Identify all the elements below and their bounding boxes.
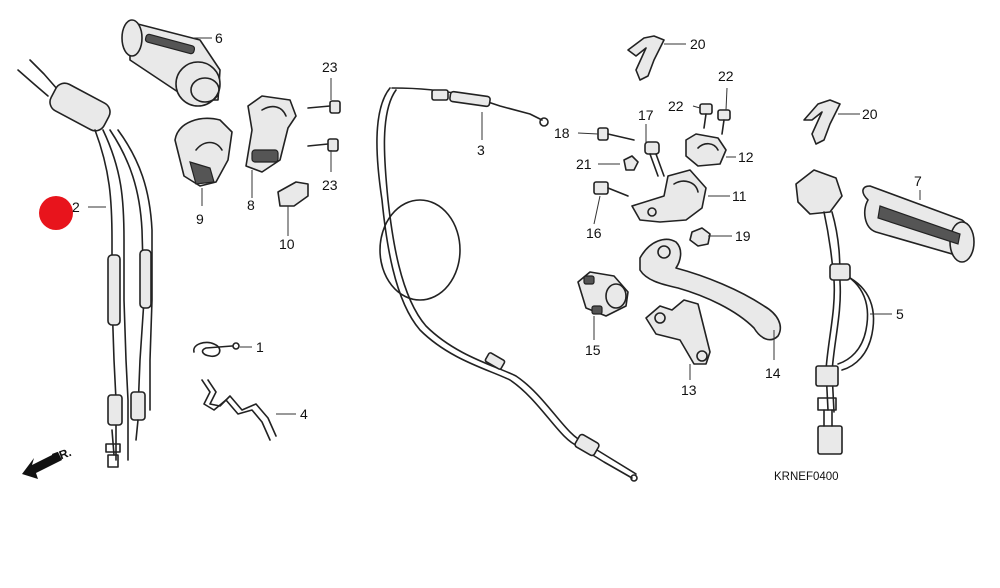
- throttle-housing-lower[interactable]: [174, 117, 233, 187]
- callout-9[interactable]: 9: [196, 211, 204, 227]
- diagram-code: KRNEF0400: [774, 471, 839, 483]
- clutch-switch[interactable]: [577, 271, 629, 317]
- callout-4[interactable]: 4: [300, 406, 308, 422]
- callout-23-left[interactable]: 22: [668, 98, 684, 114]
- screw-lower[interactable]: [307, 138, 339, 152]
- callout-7[interactable]: 7: [914, 173, 922, 189]
- leader-lines: [88, 37, 921, 415]
- throttle-housing-upper[interactable]: [245, 95, 297, 173]
- clutch-cable[interactable]: [376, 87, 638, 482]
- callout-17[interactable]: 17: [638, 107, 654, 123]
- callout-21[interactable]: 21: [576, 156, 592, 172]
- switch-harness[interactable]: [795, 169, 875, 455]
- callout-20-upper[interactable]: 20: [690, 36, 706, 52]
- callout-2[interactable]: 2: [72, 199, 80, 215]
- front-label: FR.: [50, 445, 73, 465]
- callout-labels: 2 6 9 8 10 23 23 1 4 3 20 20 18 21 17 16…: [72, 30, 922, 422]
- holder-screw-left[interactable]: [699, 103, 713, 129]
- lever-nut[interactable]: [623, 155, 639, 171]
- wire-band[interactable]: [201, 379, 277, 441]
- screw-upper[interactable]: [307, 100, 341, 114]
- selection-marker: [39, 196, 73, 230]
- front-direction-arrow: FR.: [22, 445, 73, 479]
- holder-screw-right[interactable]: [717, 109, 731, 135]
- callout-22-lower[interactable]: 23: [322, 177, 338, 193]
- clutch-lever-holder[interactable]: [631, 169, 707, 223]
- callout-16[interactable]: 16: [586, 225, 602, 241]
- clutch-lever[interactable]: [639, 238, 782, 341]
- cable-clip[interactable]: [193, 341, 240, 358]
- throttle-grip-pipe[interactable]: [121, 19, 221, 107]
- callout-5[interactable]: 5: [896, 306, 904, 322]
- left-grip[interactable]: [862, 185, 975, 263]
- callout-23-right[interactable]: 22: [718, 68, 734, 84]
- callout-20-right[interactable]: 20: [862, 106, 878, 122]
- callout-18[interactable]: 18: [554, 125, 570, 141]
- lever-bracket[interactable]: [645, 299, 711, 365]
- cable-adjuster[interactable]: [593, 181, 629, 197]
- callout-22-upper[interactable]: 23: [322, 59, 338, 75]
- callout-10[interactable]: 10: [279, 236, 295, 252]
- lever-pivot-bolt[interactable]: [644, 141, 665, 177]
- cable-clamp-right[interactable]: [803, 99, 841, 145]
- callout-8[interactable]: 8: [247, 197, 255, 213]
- callout-3[interactable]: 3: [477, 142, 485, 158]
- lever-holder-cap[interactable]: [685, 133, 727, 167]
- callout-14[interactable]: 14: [765, 365, 781, 381]
- cable-guide[interactable]: [277, 181, 309, 207]
- callout-1[interactable]: 1: [256, 339, 264, 355]
- pivot-bolt[interactable]: [597, 127, 635, 141]
- callout-15[interactable]: 15: [585, 342, 601, 358]
- callout-11[interactable]: 11: [732, 188, 747, 204]
- callout-12[interactable]: 12: [738, 149, 754, 165]
- throttle-cable-assembly[interactable]: [17, 59, 153, 468]
- callout-19[interactable]: 19: [735, 228, 751, 244]
- pivot-nut[interactable]: [689, 227, 711, 247]
- callout-6[interactable]: 6: [215, 30, 223, 46]
- callout-13[interactable]: 13: [681, 382, 697, 398]
- cable-clamp-upper[interactable]: [627, 35, 665, 81]
